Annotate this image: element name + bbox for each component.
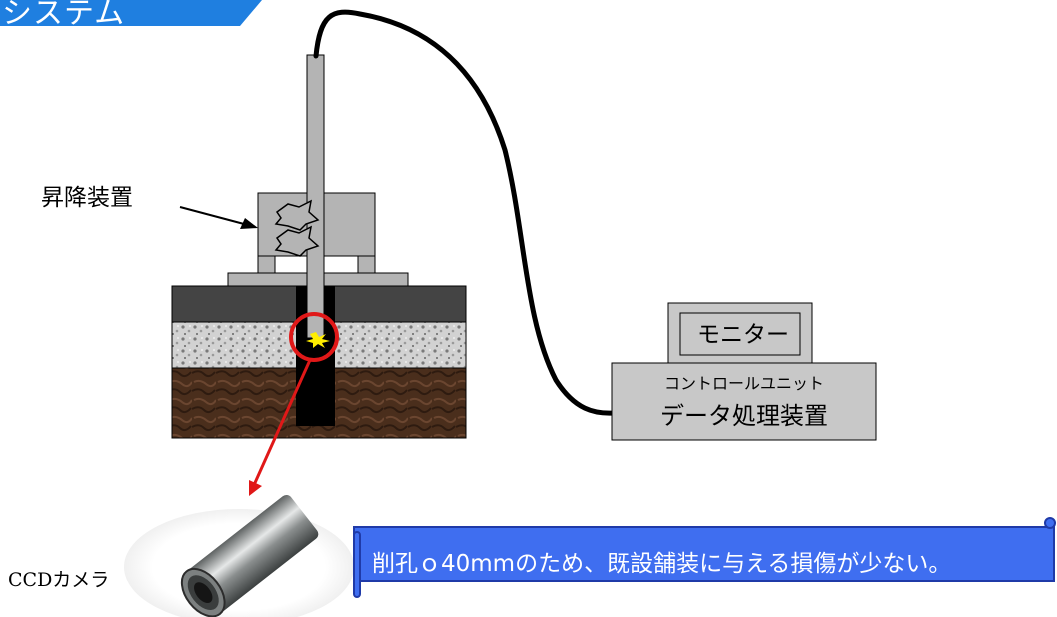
control-unit-label: コントロールユニット: [663, 374, 824, 393]
device-leg-right: [357, 255, 376, 274]
light-burst: [306, 332, 330, 348]
callout-line: [252, 359, 312, 486]
cable: [313, 9, 617, 416]
monitor-label: モニター: [697, 322, 789, 348]
pointer-line: [179, 206, 245, 225]
pointer-arrowhead: [240, 218, 258, 229]
gear-upper: [274, 199, 320, 231]
page-title: システム: [2, 0, 126, 31]
lifting-device-label: 昇降装置: [41, 185, 133, 211]
ccd-camera-label: CCDカメラ: [8, 569, 110, 591]
control-unit-box: [611, 362, 877, 441]
banner-right-curl: [1044, 517, 1056, 529]
banner-scroll: [353, 526, 1055, 582]
banner-text: 削孔ｏ40mmのため、既設舗装に与える損傷が少ない。: [372, 551, 952, 577]
title-tab: [0, 0, 262, 26]
highlight-circle: [289, 312, 339, 362]
banner-left-curl: [353, 531, 361, 598]
probe-rod: [306, 54, 325, 339]
monitor-screen: [679, 312, 801, 356]
ccd-camera-image: [180, 494, 319, 617]
gear-lower: [274, 225, 320, 257]
device-leg-left: [257, 255, 276, 274]
data-processor-label: データ処理装置: [660, 402, 828, 430]
callout-arrowhead: [249, 480, 262, 496]
